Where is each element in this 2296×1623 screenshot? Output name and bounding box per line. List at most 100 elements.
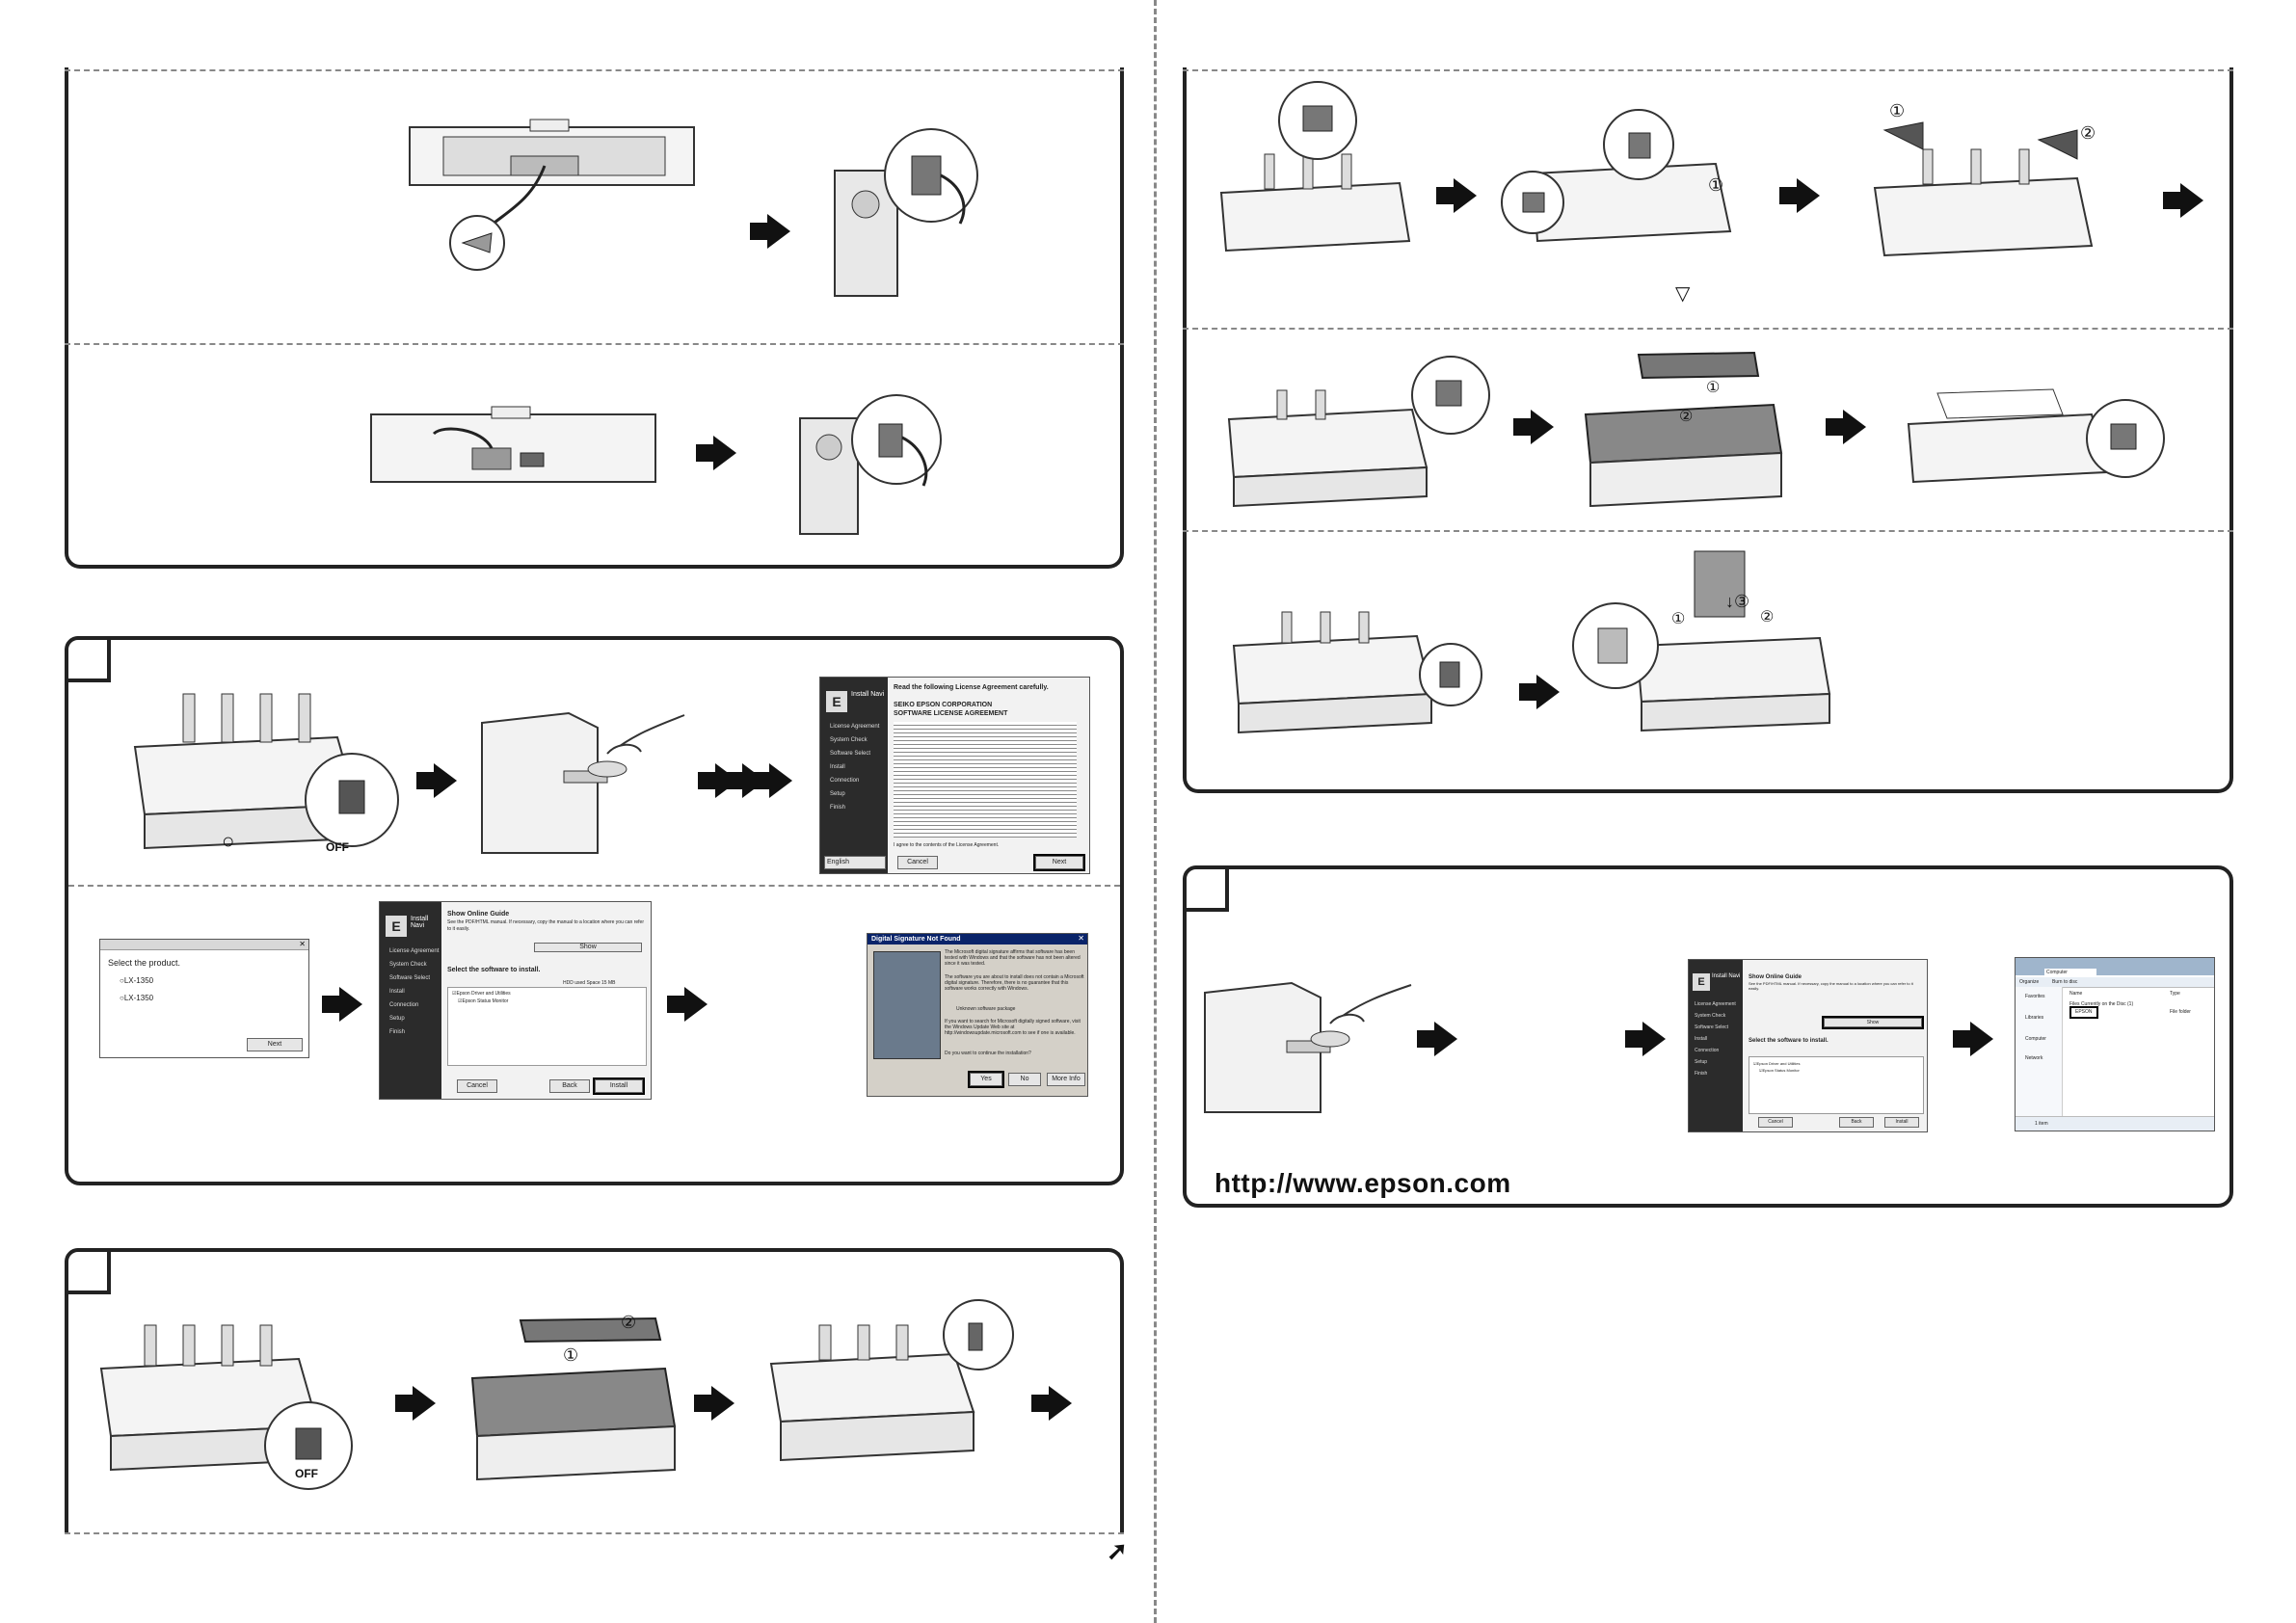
printer-lever-illustration <box>761 1296 1022 1475</box>
nav-title: Install Navi <box>1712 973 1741 979</box>
software-item-label: Epson Driver and Utilities <box>456 991 511 997</box>
software-item-2[interactable]: ☑Epson Status Monitor <box>458 998 508 1006</box>
install-navi-sidebar: E Install Navi License Agreement System … <box>820 678 888 873</box>
dashed-separator <box>65 1532 1124 1534</box>
agree-checkbox[interactable]: I agree to the contents of the License A… <box>894 842 1000 848</box>
product-select-dialog: ✕ Select the product. ○LX-1350 ○LX-1350 … <box>99 939 309 1058</box>
language-select[interactable]: English <box>824 856 886 869</box>
step-marker-1: ① <box>1708 175 1724 195</box>
digital-signature-dialog: Digital Signature Not Found ✕ The Micros… <box>867 933 1088 1097</box>
software-list: ☑Epson Driver and Utilities ☑Epson Statu… <box>1749 1056 1924 1114</box>
software-item-1[interactable]: ☑Epson Driver and Utilities <box>452 990 511 998</box>
column-type[interactable]: Type <box>2170 991 2180 997</box>
nav-item-libraries[interactable]: Libraries <box>2025 1015 2044 1021</box>
remove-cover-illustration <box>463 1311 689 1484</box>
power-on-circle-mark: ○ <box>222 829 235 853</box>
step-marker-1: ① <box>1889 101 1906 120</box>
printer-back-usb-illustration <box>366 405 661 501</box>
cancel-button[interactable]: Cancel <box>897 856 938 869</box>
install-button[interactable]: Install <box>1884 1117 1919 1128</box>
close-icon[interactable]: ✕ <box>1078 934 1084 943</box>
package-name: Unknown software package <box>956 1006 1016 1012</box>
nav-item-network[interactable]: Network <box>2025 1055 2043 1061</box>
single-sheet-lever-illustration <box>1224 593 1484 737</box>
sidebar-item: Finish <box>830 805 846 811</box>
sidebar-item: Install <box>830 764 845 770</box>
yes-button[interactable]: Yes <box>968 1071 1004 1088</box>
cancel-button[interactable]: Cancel <box>1758 1117 1793 1128</box>
computer-usb-port-illustration <box>790 389 945 540</box>
option-label: LX-1350 <box>123 976 154 985</box>
cancel-button[interactable]: Cancel <box>457 1079 497 1093</box>
address-bar[interactable]: Computer <box>2044 969 2096 977</box>
computer-parallel-port-illustration <box>825 118 979 301</box>
sidebar-item: Setup <box>389 1016 405 1022</box>
burn-button[interactable]: Burn to disc <box>2052 979 2078 985</box>
software-item-2[interactable]: ☑Epson Status Monitor <box>1759 1066 1800 1075</box>
sidebar-item: License Agreement <box>389 948 440 954</box>
nav-item-favorites[interactable]: Favorites <box>2025 994 2045 999</box>
files-header: Files Currently on the Disc (1) <box>2069 1001 2134 1007</box>
product-prompt: Select the product. <box>108 958 181 968</box>
nav-item-computer[interactable]: Computer <box>2025 1036 2046 1042</box>
back-button[interactable]: Back <box>549 1079 590 1093</box>
software-item-label: Epson Status Monitor <box>1762 1068 1800 1073</box>
sidebar-item: Connection <box>1695 1048 1720 1053</box>
tractor-lock-illustration <box>1865 101 2111 275</box>
size-value: 15 MB <box>601 980 616 986</box>
back-button[interactable]: Back <box>1839 1117 1874 1128</box>
sidebar-item: Finish <box>1695 1071 1708 1077</box>
dialog-titlebar <box>100 940 308 950</box>
epson-website-url[interactable]: http://www.epson.com <box>1215 1168 1511 1198</box>
software-list: ☑Epson Driver and Utilities ☑Epson Statu… <box>447 987 647 1066</box>
sidebar-item: License Agreement <box>1695 1001 1736 1007</box>
sidebar-item: Connection <box>830 778 860 784</box>
column-label: HDD used Space <box>563 980 601 986</box>
column-name[interactable]: Name <box>2069 991 2083 997</box>
show-guide-button[interactable]: Show <box>1822 1016 1924 1029</box>
step-number-box <box>65 1248 111 1294</box>
select-software-title: Select the software to install. <box>1749 1038 1829 1044</box>
paper-holder-illustration <box>1219 352 1499 511</box>
step-marker-1: ① <box>1706 380 1721 396</box>
product-option-1[interactable]: ○LX-1350 <box>120 976 153 985</box>
license-agreement-title: SOFTWARE LICENSE AGREEMENT <box>894 710 1008 717</box>
signature-illustration <box>873 951 941 1059</box>
sidebar-item: Install <box>1695 1036 1708 1042</box>
printer-power-off-illustration <box>92 1320 357 1494</box>
sidebar-item: Install <box>389 989 405 995</box>
sidebar-item: Connection <box>389 1002 419 1008</box>
software-select-screen: E Install Navi License Agreement System … <box>379 901 652 1100</box>
dashed-separator <box>1183 69 2233 71</box>
next-button[interactable]: Next <box>1033 854 1085 871</box>
license-heading: Read the following License Agreement car… <box>894 684 1049 691</box>
computer-insert-cd-illustration <box>1195 964 1415 1116</box>
close-icon[interactable]: ✕ <box>299 940 306 948</box>
checkbox-icon: ☑ <box>1759 1068 1763 1073</box>
software-item-1[interactable]: ☑Epson Driver and Utilities <box>1753 1059 1801 1068</box>
show-guide-button[interactable]: Show <box>534 943 642 952</box>
next-button[interactable]: Next <box>247 1038 303 1051</box>
no-button[interactable]: No <box>1008 1073 1041 1086</box>
epson-logo-icon: E <box>826 691 847 712</box>
organize-menu[interactable]: Organize <box>2019 979 2040 985</box>
tractor-release-illustration <box>1216 77 1419 275</box>
product-option-2[interactable]: ○LX-1350 <box>120 994 153 1002</box>
paper-loaded-illustration <box>1899 386 2178 501</box>
software-item-label: Epson Status Monitor <box>462 998 509 1004</box>
dialog-titlebar <box>868 934 1087 945</box>
down-triangle-icon: ▽ <box>1675 283 1691 305</box>
install-navi-sidebar: E Install Navi License Agreement System … <box>1689 960 1743 1131</box>
dashed-separator <box>68 885 1120 887</box>
option-label: LX-1350 <box>123 994 154 1002</box>
more-info-button[interactable]: More Info <box>1047 1073 1085 1086</box>
sidebar-item: Software Select <box>1695 1024 1729 1030</box>
epson-folder-item[interactable]: EPSON <box>2069 1006 2098 1019</box>
signature-text-3: If you want to search for Microsoft digi… <box>945 1019 1081 1036</box>
checkbox-icon: ☑ <box>458 998 463 1004</box>
step-marker-2: ② <box>2080 123 2096 143</box>
guide-title: Show Online Guide <box>447 911 510 918</box>
explorer-window: Computer Organize Burn to disc Name Type… <box>2015 957 2215 1131</box>
license-agreement-screen: E Install Navi License Agreement System … <box>819 677 1090 874</box>
install-button[interactable]: Install <box>593 1078 645 1095</box>
